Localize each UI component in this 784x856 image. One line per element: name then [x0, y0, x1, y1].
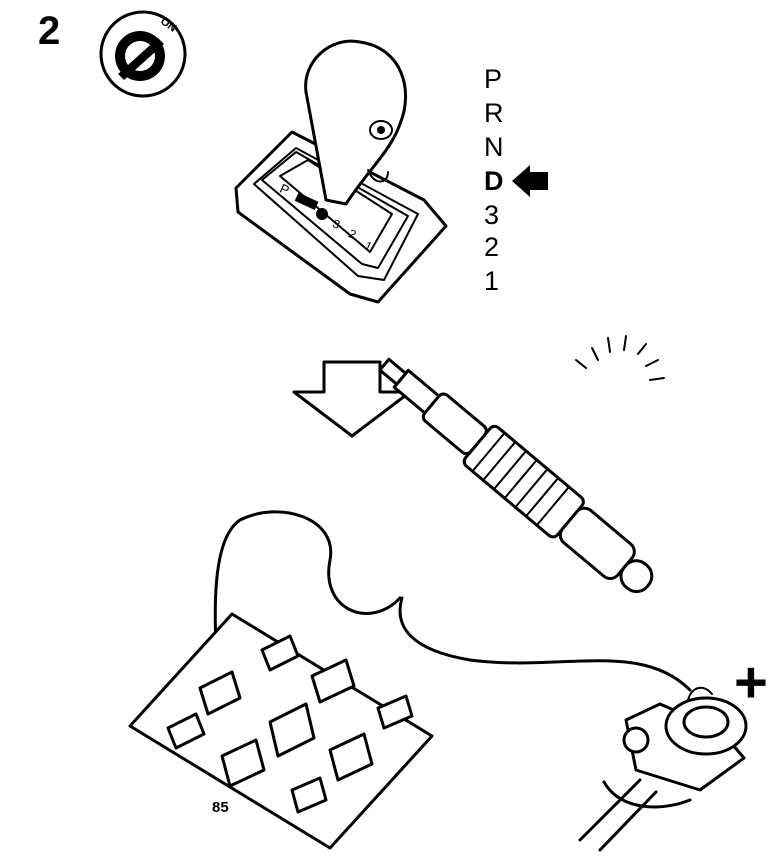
step-number: 2 — [38, 9, 60, 53]
battery-terminal-icon — [578, 686, 748, 852]
down-arrow-icon — [292, 360, 412, 438]
gear-position-1: 1 — [484, 266, 499, 296]
ignition-switch-icon: ON — [99, 10, 187, 98]
gear-position-d: D — [484, 166, 504, 196]
positive-polarity-label: + — [734, 650, 768, 715]
gear-position-r: R — [484, 98, 504, 128]
gear-position-p: P — [484, 64, 502, 94]
terminal-label: 85 — [212, 799, 229, 816]
relay-connector-block: 85 — [128, 612, 434, 850]
gear-position-n: N — [484, 132, 504, 162]
gear-position-list: P R N D 3 2 1 — [484, 64, 504, 296]
gear-position-3: 3 — [484, 200, 499, 230]
ground-wire — [398, 596, 692, 692]
gear-shifter-icon: P 3 2 1 — [234, 39, 448, 304]
selected-gear-arrow-icon — [512, 165, 548, 197]
test-lamp-icon — [378, 335, 665, 594]
gear-position-2: 2 — [484, 232, 499, 262]
